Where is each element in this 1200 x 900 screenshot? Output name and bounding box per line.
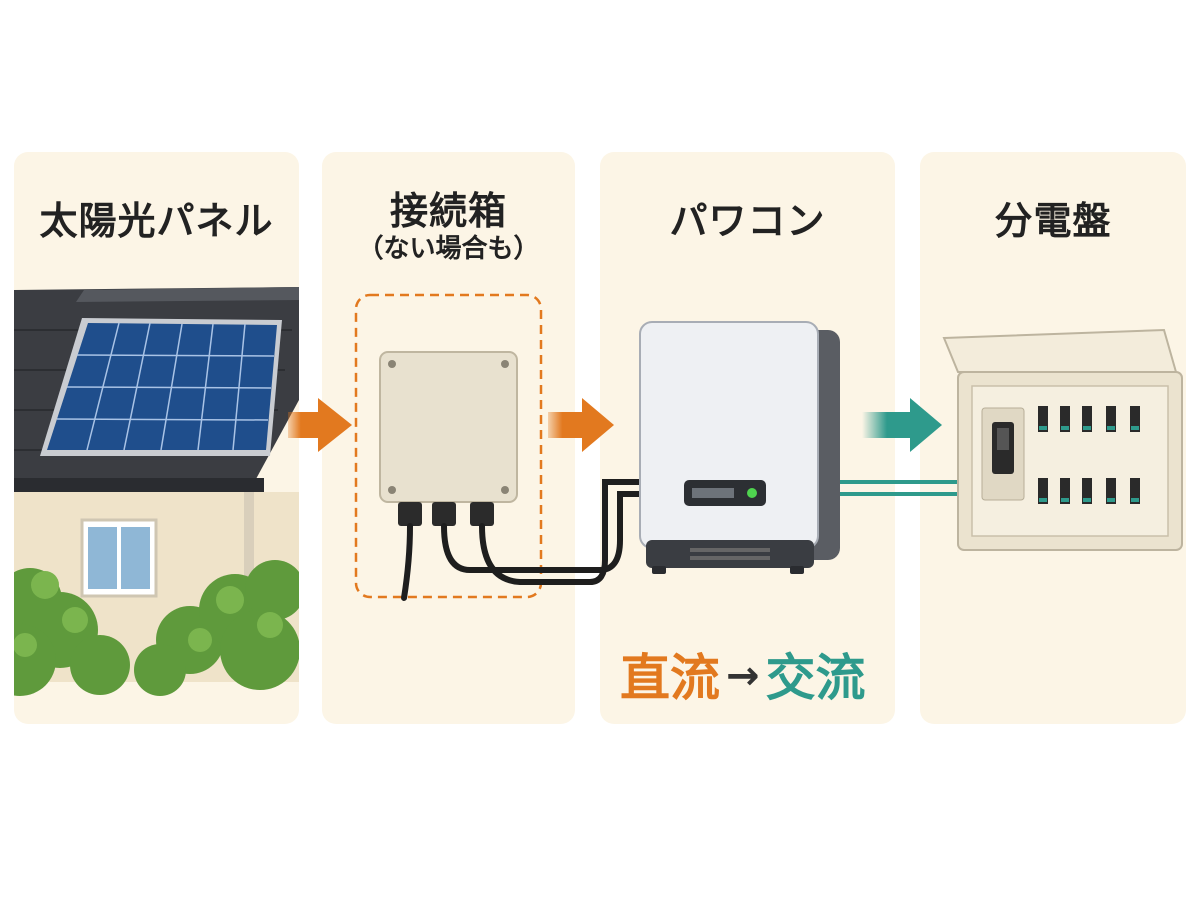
step-title-distribution-board: 分電盤: [994, 199, 1112, 243]
arrow-inverter-to-board-icon: [862, 398, 942, 452]
arrow-solar-to-junction-icon: [288, 398, 352, 452]
conversion-arrow: →: [726, 653, 760, 699]
junction-box-icon: [354, 293, 653, 601]
step-subtitle-junction-box: （ない場合も）: [357, 234, 540, 264]
step-title-solar: 太陽光パネル: [39, 199, 274, 243]
step-title-junction-box: 接続箱: [389, 189, 507, 233]
dc-to-ac-label: 直流→交流: [620, 638, 866, 710]
step-title-inverter: パワコン: [669, 199, 826, 243]
step-panel-junction-box: 接続箱 （ない場合も）: [322, 152, 575, 724]
solar-panel-house-icon: [14, 287, 299, 696]
distribution-board-icon: [942, 328, 1183, 551]
ac-wire-icon: [840, 480, 960, 496]
arrow-junction-to-inverter-icon: [548, 398, 614, 452]
dc-label: 直流: [620, 649, 720, 707]
ac-label: 交流: [765, 649, 866, 707]
power-conditioner-icon: [639, 321, 840, 574]
